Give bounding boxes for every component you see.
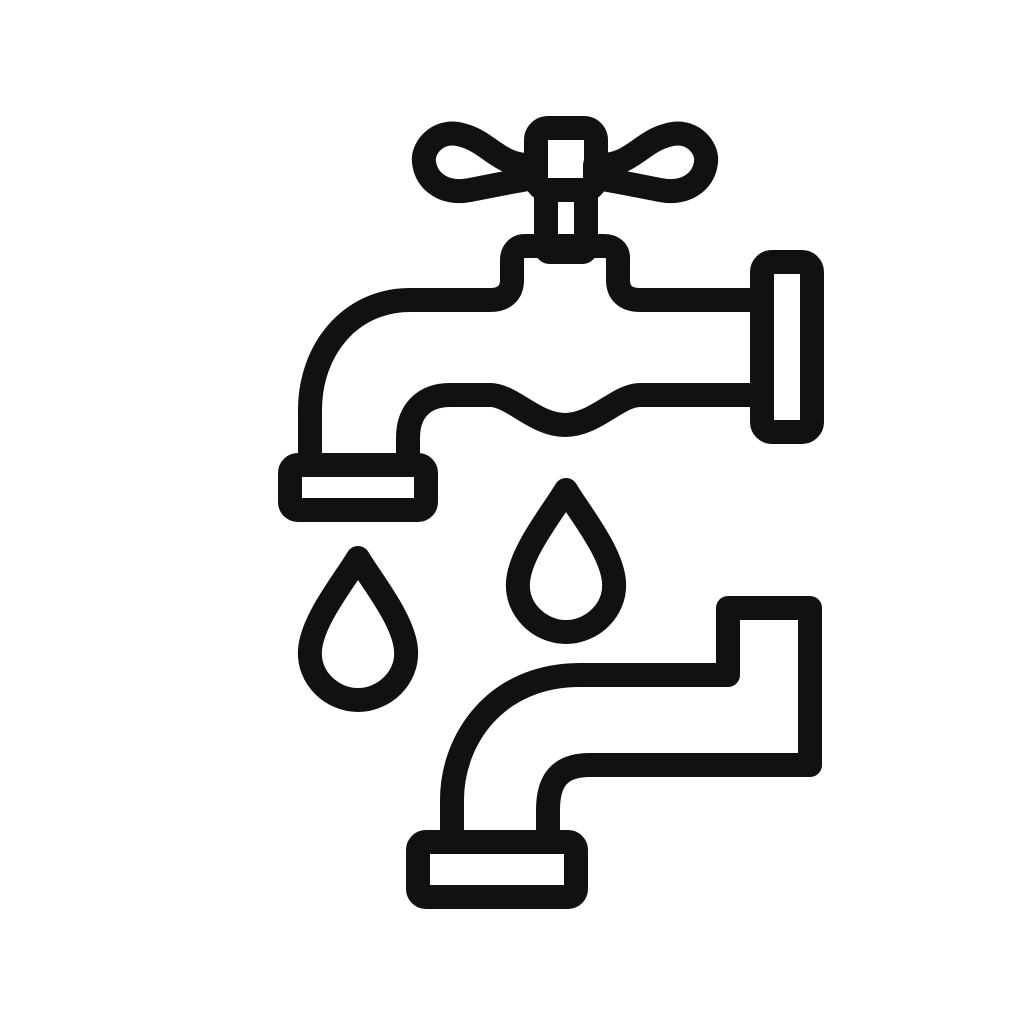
faucet-aerator	[278, 453, 438, 522]
faucet-spout-icon	[278, 234, 824, 522]
faucet-body	[298, 234, 774, 477]
faucet-handle-icon	[411, 116, 719, 264]
water-drop-icon	[297, 546, 419, 712]
drain-pipe-body	[440, 596, 822, 854]
drain-pipe-icon	[406, 596, 822, 909]
drain-pipe-flange	[406, 830, 588, 909]
water-drop-icon	[505, 478, 627, 644]
handle-wings	[411, 121, 719, 204]
faucet-flange	[750, 250, 824, 444]
